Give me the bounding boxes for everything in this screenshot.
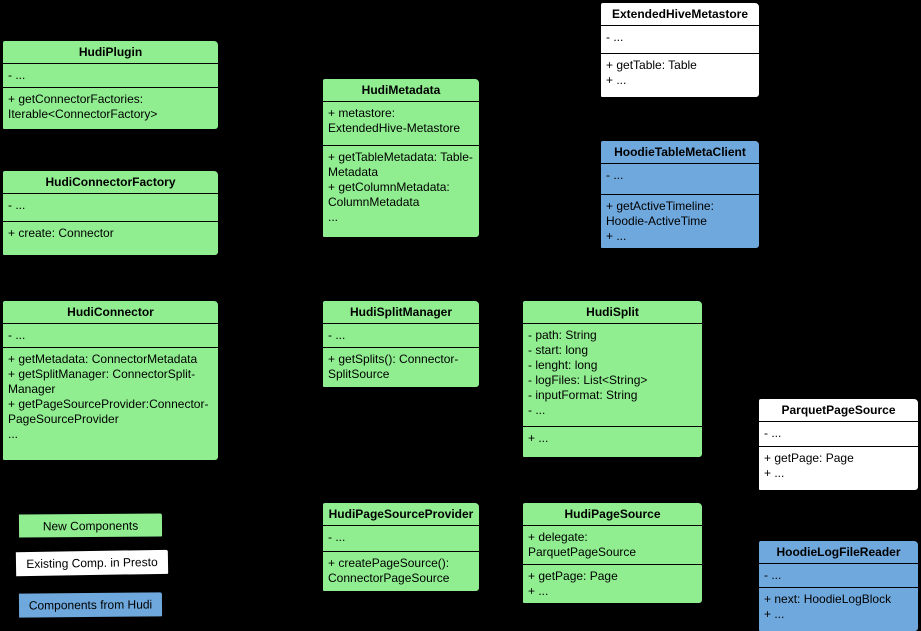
class-title: HudiPageSource: [564, 507, 661, 521]
methods-section: + getMetadata: ConnectorMetadata + getSp…: [3, 347, 218, 460]
class-hoodie-table-meta-client: HoodieTableMetaClient - ... + getActiveT…: [600, 140, 760, 249]
class-hudi-page-source: HudiPageSource + delegate: ParquetPageSo…: [522, 502, 703, 604]
methods-section: + getConnectorFactories: Iterable<Connec…: [3, 87, 218, 129]
class-title: HudiSplitManager: [349, 305, 452, 319]
class-title: HudiConnectorFactory: [45, 175, 176, 189]
attributes-section: - ...: [3, 193, 218, 221]
class-hoodie-log-file-reader: HoodieLogFileReader - ... + next: Hoodie…: [758, 540, 919, 631]
class-hudi-connector: HudiConnector - ... + getMetadata: Conne…: [2, 300, 219, 461]
attributes-section: - ...: [759, 421, 918, 446]
methods-section: + getTableMetadata: Table-Metadata + get…: [323, 145, 479, 237]
class-hudi-metadata: HudiMetadata + metastore: ExtendedHive-M…: [322, 78, 480, 238]
legend-new-components: New Components: [16, 511, 165, 540]
attributes-section: - ...: [3, 63, 218, 87]
methods-section: + next: HoodieLogBlock + ...: [759, 587, 918, 631]
attributes-section: + delegate: ParquetPageSource: [523, 525, 702, 564]
class-title: HudiPlugin: [78, 45, 143, 59]
attributes-section: + metastore: ExtendedHive-Metastore: [323, 101, 479, 145]
methods-section: + getTable: Table + ...: [601, 53, 759, 97]
class-title: ParquetPageSource: [781, 403, 896, 417]
methods-section: + ...: [523, 426, 702, 457]
class-title: HoodieLogFileReader: [776, 545, 901, 559]
class-title: HoodieTableMetaClient: [614, 145, 746, 159]
attributes-section: - ...: [759, 563, 918, 587]
class-title: HudiPageSourceProvider: [328, 507, 474, 521]
class-hudi-split-manager: HudiSplitManager - ... + getSplits(): Co…: [322, 300, 480, 388]
methods-section: + getActiveTimeline: Hoodie-ActiveTime +…: [601, 194, 759, 248]
class-title: HudiSplit: [586, 305, 639, 319]
legend-label: Components from Hudi: [28, 597, 153, 613]
methods-section: + create: Connector: [3, 221, 218, 255]
attributes-section: - path: String - start: long - lenght: l…: [523, 323, 702, 426]
attributes-section: - ...: [601, 163, 759, 194]
class-hudi-page-source-provider: HudiPageSourceProvider - ... + createPag…: [322, 502, 480, 592]
class-hudi-split: HudiSplit - path: String - start: long -…: [522, 300, 703, 458]
attributes-section: - ...: [3, 323, 218, 347]
legend-existing-presto: Existing Comp. in Presto: [13, 547, 171, 579]
class-title: ExtendedHiveMetastore: [611, 7, 749, 21]
methods-section: + getSplits(): Connector-SplitSource: [323, 347, 479, 387]
class-title: HudiMetadata: [361, 83, 441, 97]
legend-label: Existing Comp. in Presto: [26, 554, 158, 572]
attributes-section: - ...: [323, 525, 479, 551]
class-title: HudiConnector: [67, 305, 154, 319]
methods-section: + createPageSource(): ConnectorPageSourc…: [323, 551, 479, 591]
attributes-section: - ...: [323, 323, 479, 347]
class-extended-hive-metastore: ExtendedHiveMetastore - ... + getTable: …: [600, 2, 760, 98]
attributes-section: - ...: [601, 25, 759, 53]
legend-label: New Components: [42, 518, 139, 533]
class-hudi-connector-factory: HudiConnectorFactory - ... + create: Con…: [2, 170, 219, 256]
class-hudi-plugin: HudiPlugin - ... + getConnectorFactories…: [2, 40, 219, 130]
methods-section: + getPage: Page + ...: [523, 564, 702, 603]
methods-section: + getPage: Page + ...: [759, 446, 918, 490]
legend-components-from-hudi: Components from Hudi: [16, 590, 165, 620]
class-parquet-page-source: ParquetPageSource - ... + getPage: Page …: [758, 398, 919, 491]
